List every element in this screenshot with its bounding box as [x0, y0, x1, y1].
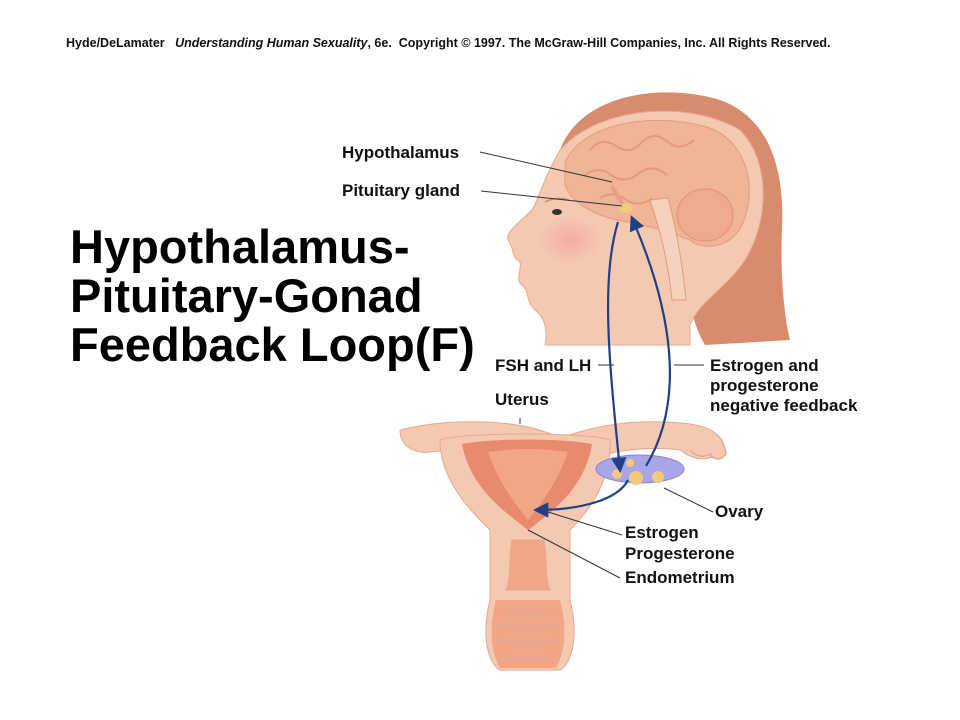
ovary-leader	[663, 487, 714, 513]
label-pituitary-gland: Pituitary gland	[342, 181, 461, 200]
label-feedback-line-3: negative feedback	[710, 396, 858, 415]
endometrium-leader	[527, 529, 621, 579]
ovary-follicle-1	[612, 469, 622, 479]
copyright-edition: , 6e.	[367, 36, 392, 50]
negative-feedback-arrow	[629, 215, 671, 467]
label-hypothalamus: Hypothalamus	[342, 143, 460, 162]
uterus-illustration	[399, 421, 727, 671]
estrogen-leader	[547, 511, 623, 536]
brainstem	[649, 197, 687, 301]
label-feedback: Estrogen and progesterone negative feedb…	[710, 356, 857, 416]
copyright-authors: Hyde/DeLamater	[66, 36, 165, 50]
label-ovary: Ovary	[715, 502, 764, 521]
eye-icon	[552, 209, 562, 215]
fimbriae	[689, 433, 727, 460]
brow-line	[544, 197, 570, 203]
label-feedback-line-1: Estrogen and	[710, 356, 819, 375]
copyright-book-title: Understanding Human Sexuality	[175, 36, 368, 50]
estrogen-progesterone-arrow	[532, 479, 629, 518]
pituitary-shape	[619, 203, 633, 213]
label-progesterone: Progesterone	[625, 544, 735, 563]
label-endometrium: Endometrium	[625, 568, 735, 587]
label-estrogen: Estrogen	[625, 523, 699, 542]
title-line-3: Feedback Loop(F)	[70, 318, 475, 371]
brain-folds	[584, 135, 695, 205]
hypothalamus-leader	[479, 151, 613, 183]
pituitary-leader	[480, 190, 623, 207]
label-fsh-lh: FSH and LH	[495, 356, 592, 375]
copyright-text: Copyright © 1997. The McGraw-Hill Compan…	[398, 36, 831, 50]
leader-lines	[479, 151, 714, 579]
label-feedback-line-2: progesterone	[710, 376, 819, 395]
cheek-blush	[538, 216, 602, 264]
uterine-cavity	[488, 449, 568, 520]
slide-title: Hypothalamus- Pituitary-Gonad Feedback L…	[70, 222, 490, 369]
vaginal-rugae	[497, 609, 559, 659]
ovary-follicle-3	[652, 471, 664, 483]
head-illustration	[507, 92, 790, 346]
cervix	[505, 539, 551, 591]
ovary-follicle-2	[629, 471, 643, 485]
ovary-follicle-4	[626, 459, 634, 467]
title-line-2: Pituitary-Gonad	[70, 269, 423, 322]
fsh-lh-arrow	[606, 221, 627, 474]
vaginal-canal	[491, 600, 565, 668]
label-uterus: Uterus	[495, 390, 549, 409]
copyright-notice: Hyde/DeLamater Understanding Human Sexua…	[66, 36, 896, 50]
title-line-1: Hypothalamus-	[70, 220, 410, 273]
feedback-arrows	[532, 215, 671, 518]
cerebellum	[676, 188, 734, 242]
